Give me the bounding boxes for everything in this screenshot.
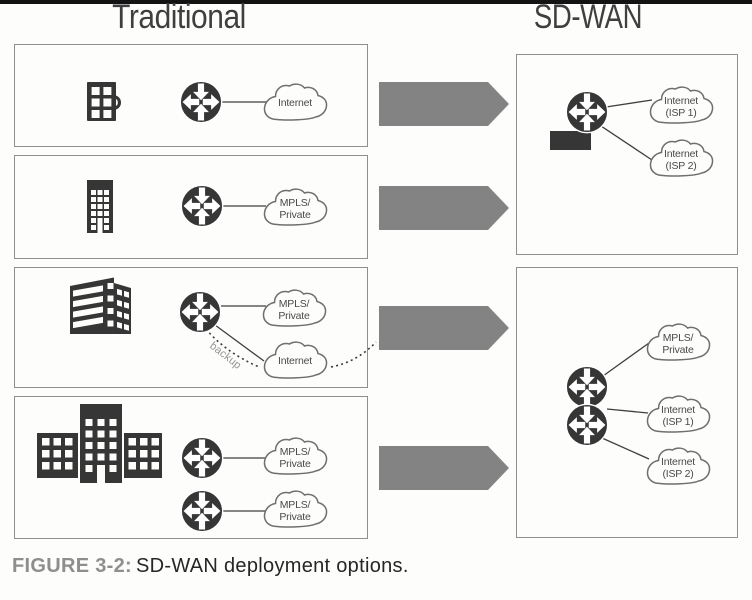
- router-icon-t2: [180, 184, 224, 228]
- flow-arrow-row2: [379, 186, 509, 230]
- cloud-label-t2-line1: MPLS/: [280, 197, 311, 209]
- cloud-label-s1-isp1-line2: (ISP 1): [665, 107, 696, 119]
- router-icon-t3: [178, 290, 222, 334]
- router-icon-t4b: [180, 489, 224, 533]
- s1-router-isp1-link: [605, 99, 653, 108]
- t3-dotted-link-to-arrow: [330, 341, 377, 368]
- traditional-row2-box: [14, 155, 368, 259]
- sdwan-box2: [516, 267, 738, 538]
- cloud-label-s2-isp1-line1: Internet: [661, 404, 695, 416]
- cloud-label-s2-isp1-line2: (ISP 1): [662, 416, 693, 428]
- cloud-label-t4-mpls1-line2: Private: [279, 458, 311, 470]
- t3-router-internet-link: [214, 324, 265, 362]
- cloud-label-t4-mpls2-line1: MPLS/: [280, 499, 311, 511]
- traditional-row3-box: [14, 267, 368, 388]
- column-title-traditional: Traditional: [112, 0, 246, 36]
- cloud-label-s1-isp2-line2: (ISP 2): [665, 160, 696, 172]
- cloud-label-s1-isp1-line1: Internet: [664, 95, 698, 107]
- cloud-label-t3-mpls-line2: Private: [278, 310, 310, 322]
- cloud-label-t1: Internet: [278, 97, 312, 109]
- cloud-label-s2-isp2-line1: Internet: [661, 456, 695, 468]
- cloud-label-t4-mpls2-line2: Private: [279, 511, 311, 523]
- small-office-building-icon: [87, 82, 122, 121]
- cloud-label-s2-mpls-line1: MPLS/: [663, 332, 694, 344]
- flow-arrow-row3: [379, 306, 509, 350]
- flow-arrow-row1: [379, 82, 509, 126]
- cloud-label-t3-mpls-line1: MPLS/: [279, 298, 310, 310]
- column-title-sdwan: SD-WAN: [533, 0, 643, 36]
- router-icon-t4a: [180, 436, 224, 480]
- figure-caption-label: FIGURE 3-2:: [12, 555, 132, 577]
- cloud-label-t3-internet: Internet: [278, 355, 312, 367]
- figure-caption: FIGURE 3-2:SD-WAN deployment options.: [12, 553, 409, 579]
- flow-arrow-row4: [379, 446, 509, 490]
- router-icon-s2b: [565, 403, 609, 447]
- router-icon-s2a: [565, 365, 609, 409]
- s2-router1-mpls-link: [602, 342, 650, 377]
- traditional-row1-box: [14, 44, 368, 147]
- office-building-3d-icon: [70, 277, 131, 334]
- router-icon-s1: [565, 90, 609, 134]
- router-icon-t1: [179, 80, 223, 124]
- cloud-labels: Internet MPLS/ Private MPLS/ Private Int…: [278, 95, 698, 523]
- figure-caption-text: SD-WAN deployment options.: [135, 555, 409, 577]
- cloud-label-s2-mpls-line2: Private: [662, 344, 694, 356]
- sdwan-box1: [516, 54, 738, 255]
- s2-router-isp1-link: [606, 408, 649, 414]
- s1-router-isp2-link: [600, 125, 653, 161]
- s2-router2-isp2-link: [601, 437, 650, 460]
- sdwan-appliance-icon: [550, 131, 591, 150]
- top-border-bar: [0, 0, 752, 4]
- connector-lines: [205, 99, 653, 512]
- cloud-label-s2-isp2-line2: (ISP 2): [662, 468, 693, 480]
- cloud-label-t2-line2: Private: [279, 209, 311, 221]
- cloud-label-s1-isp2-line1: Internet: [664, 148, 698, 160]
- traditional-row4-box: [14, 396, 368, 539]
- mid-rise-building-icon: [87, 180, 113, 233]
- cloud-label-t4-mpls1-line1: MPLS/: [280, 446, 311, 458]
- t3-backup-dotted-link: [205, 328, 260, 368]
- campus-building-icon: [37, 404, 162, 483]
